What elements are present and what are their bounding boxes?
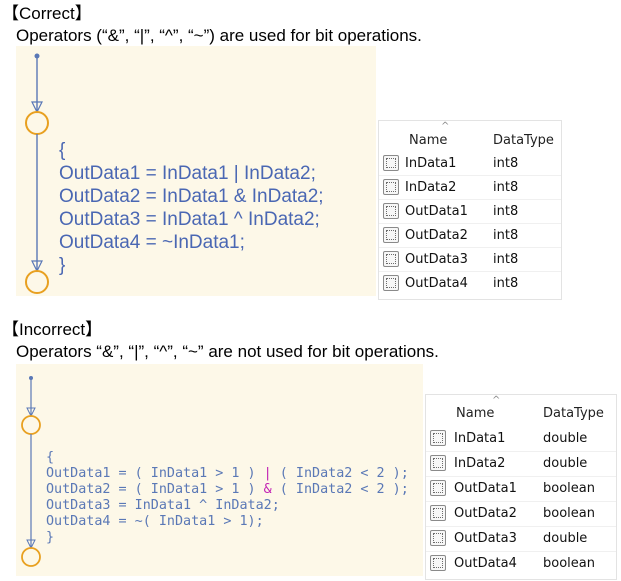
data-icon <box>430 430 446 446</box>
column-header-name[interactable]: Name <box>409 133 448 148</box>
table-cell-type[interactable]: boolean <box>543 481 595 496</box>
sort-caret-icon[interactable]: ^ <box>441 121 450 132</box>
incorrect-data-table: ^ Name DataType InData1 double InData2 d… <box>425 394 617 580</box>
correct-data-table: ^ Name DataType InData1 int8 InData2 int… <box>378 120 562 300</box>
table-cell-type[interactable]: int8 <box>493 180 519 195</box>
table-cell-type[interactable]: int8 <box>493 204 519 219</box>
table-cell-name[interactable]: OutData4 <box>454 556 517 571</box>
table-cell-type[interactable]: boolean <box>543 506 595 521</box>
incorrect-description: Operators “&”, “|”, “^”, “~” are not use… <box>16 342 439 361</box>
incorrect-code-line-3: OutData3 = InData1 ^ InData2; <box>46 498 280 513</box>
table-cell-name[interactable]: OutData1 <box>454 481 517 496</box>
correct-code-line-3: OutData3 = InData1 ^ InData2; <box>59 209 320 230</box>
table-cell-name[interactable]: InData1 <box>405 156 457 171</box>
incorrect-code-line-4: OutData4 = ~( InData1 > 1); <box>46 514 264 529</box>
data-icon <box>430 480 446 496</box>
transition-arrow-icon <box>31 101 43 114</box>
table-cell-name[interactable]: OutData1 <box>405 204 468 219</box>
data-icon <box>430 505 446 521</box>
data-icon <box>430 455 446 471</box>
transition-arrow-icon <box>26 407 36 418</box>
incorrect-code-open-brace: { <box>46 450 55 465</box>
correct-transition-diagram <box>25 53 49 294</box>
junction-bottom-icon <box>21 547 41 567</box>
column-header-name[interactable]: Name <box>456 406 495 421</box>
incorrect-code-line-2: OutData2 = ( InData1 > 1 ) & ( InData2 <… <box>46 482 409 497</box>
data-icon <box>430 555 446 571</box>
table-cell-name[interactable]: OutData3 <box>405 252 468 267</box>
correct-code-close-brace: } <box>59 255 66 276</box>
correct-description: Operators (“&”, “|”, “^”, “~”) are used … <box>16 26 422 45</box>
junction-bottom-icon <box>25 270 49 294</box>
transition-arrow-icon-2 <box>26 539 36 550</box>
table-cell-type[interactable]: double <box>543 431 588 446</box>
table-cell-name[interactable]: InData2 <box>405 180 457 195</box>
table-cell-name[interactable]: OutData2 <box>454 506 517 521</box>
correct-stateflow-panel: { OutData1 = InData1 | InData2; OutData2… <box>16 46 376 296</box>
table-cell-name[interactable]: InData2 <box>454 456 506 471</box>
data-icon <box>430 530 446 546</box>
correct-code-line-1: OutData1 = InData1 | InData2; <box>59 163 316 184</box>
data-icon <box>383 203 399 219</box>
junction-top-icon <box>25 111 49 135</box>
column-header-datatype[interactable]: DataType <box>543 406 604 421</box>
data-icon <box>383 179 399 195</box>
incorrect-stateflow-panel: { OutData1 = ( InData1 > 1 ) | ( InData2… <box>16 364 423 576</box>
table-cell-type[interactable]: int8 <box>493 252 519 267</box>
table-cell-type[interactable]: int8 <box>493 276 519 291</box>
transition-arrow-icon-2 <box>31 260 43 273</box>
data-icon <box>383 251 399 267</box>
table-cell-name[interactable]: InData1 <box>454 431 506 446</box>
table-cell-type[interactable]: boolean <box>543 556 595 571</box>
table-cell-type[interactable]: double <box>543 456 588 471</box>
data-icon <box>383 155 399 171</box>
correct-heading: 【Correct】 <box>2 4 92 23</box>
incorrect-transition-diagram <box>21 376 41 567</box>
sort-caret-icon[interactable]: ^ <box>492 395 501 406</box>
correct-code-line-4: OutData4 = ~InData1; <box>59 232 245 253</box>
incorrect-code-line-1: OutData1 = ( InData1 > 1 ) | ( InData2 <… <box>46 466 409 481</box>
table-cell-type[interactable]: double <box>543 531 588 546</box>
data-icon <box>383 275 399 291</box>
incorrect-code-close-brace: } <box>46 530 55 545</box>
table-cell-name[interactable]: OutData3 <box>454 531 517 546</box>
junction-top-icon <box>21 415 41 435</box>
column-header-datatype[interactable]: DataType <box>493 133 554 148</box>
data-icon <box>383 227 399 243</box>
incorrect-heading: 【Incorrect】 <box>2 320 103 339</box>
correct-code-open-brace: { <box>59 140 66 161</box>
table-cell-type[interactable]: int8 <box>493 228 519 243</box>
correct-code-line-2: OutData2 = InData1 & InData2; <box>59 186 324 207</box>
table-cell-type[interactable]: int8 <box>493 156 519 171</box>
table-cell-name[interactable]: OutData4 <box>405 276 468 291</box>
table-cell-name[interactable]: OutData2 <box>405 228 468 243</box>
